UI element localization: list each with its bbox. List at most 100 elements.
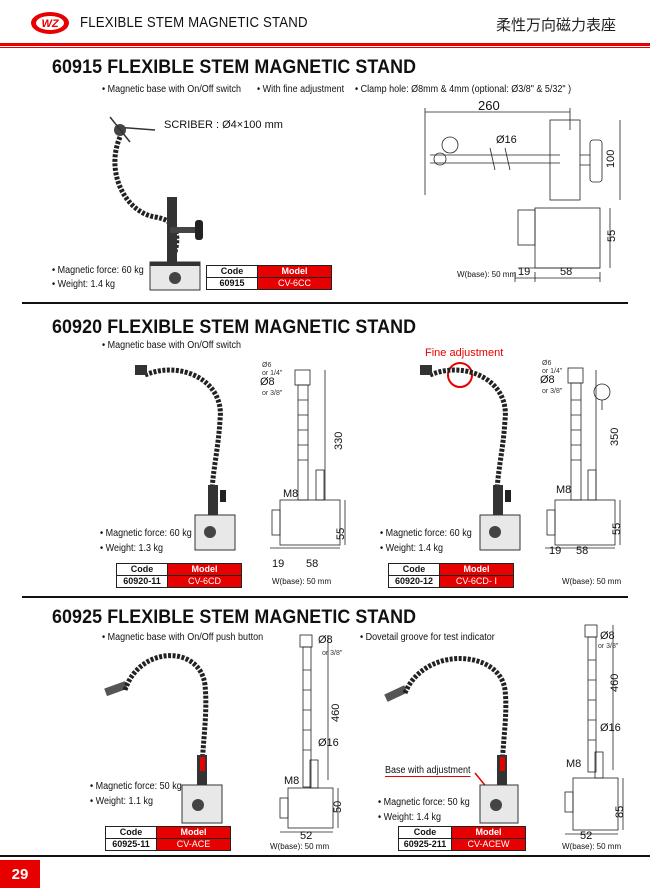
dim-d8-c: Ø8 [318,634,333,646]
spec-weight-60920-11: • Weight: 1.3 kg [100,543,164,554]
bullet-dovetail-groove: • Dovetail groove for test indicator [360,632,495,643]
dim-19-b: 19 [549,545,562,557]
product-60915-illustration [109,116,203,291]
dim-52-a: 52 [300,830,313,842]
dim-38in-a: or 3/8" [262,390,283,397]
dim-19-a: 19 [272,558,285,570]
dim-m8-b: M8 [556,484,572,496]
dim-d6-b: Ø6 [542,360,552,367]
dim-460-a: 460 [330,703,342,722]
code-value: 60925-11 [105,838,157,851]
dim-38in-b: or 3/8" [542,388,563,395]
spec-magnetic-force-60920-11: • Magnetic force: 60 kg [100,528,192,539]
dim-m8-d: M8 [566,758,582,770]
code-header: Code [116,563,168,576]
wz-logo: WZ [31,12,69,34]
spec-weight-60925-211: • Weight: 1.4 kg [378,812,442,823]
section-title-60915: 60915 FLEXIBLE STEM MAGNETIC STAND [52,57,417,78]
spec-weight-60915: • Weight: 1.4 kg [52,279,116,290]
code-table-60920-12: Code Model 60920-12 CV-6CD- Ⅰ [388,563,514,588]
wbase-60925-11: W(base): 50 mm [270,842,330,851]
code-header: Code [206,265,258,278]
dim-260: 260 [478,98,500,113]
spec-magnetic-force-60925-211: • Magnetic force: 50 kg [378,797,470,808]
dim-55-b: 55 [611,522,623,535]
header-title: FLEXIBLE STEM MAGNETIC STAND [80,14,308,31]
spec-magnetic-force-60915: • Magnetic force: 60 kg [52,265,144,276]
dim-m8-a: M8 [283,488,299,500]
product-60920-12-illustration [420,362,521,551]
section-title-60920: 60920 FLEXIBLE STEM MAGNETIC STAND [52,317,417,338]
code-value: 60920-11 [116,575,168,588]
code-header: Code [105,826,157,839]
wbase-60920-11: W(base): 50 mm [272,577,332,586]
spec-weight-60920-12: • Weight: 1.4 kg [380,543,444,554]
dim-58: 58 [560,266,573,278]
header-rule [0,43,650,46]
section-title-60925: 60925 FLEXIBLE STEM MAGNETIC STAND [52,607,417,628]
base-adjustment-label: Base with adjustment [385,765,471,777]
footer-rule [0,855,650,857]
header-title-cn: 柔性万向磁力表座 [495,16,616,34]
dim-19: 19 [518,266,531,278]
dim-d8-d: Ø8 [600,630,615,642]
code-header: Code [388,563,440,576]
wbase-60920-12: W(base): 50 mm [562,577,622,586]
spec-magnetic-force-60925-11: • Magnetic force: 50 kg [90,781,182,792]
code-table-60925-11: Code Model 60925-11 CV-ACE [105,826,231,851]
wbase-60915: W(base): 50 mm [457,270,517,279]
product-60925-211-illustration [384,656,519,824]
drawing-60920-11 [270,369,346,549]
model-value: CV-6CD [167,575,242,588]
drawing-60925-11 [279,634,339,833]
model-header: Model [451,826,526,839]
code-value: 60925-211 [398,838,452,851]
code-value: 60920-12 [388,575,440,588]
dim-14in-a: or 1/4" [262,370,283,377]
dim-100: 100 [605,149,617,168]
model-value: CV-ACEW [451,838,526,851]
dim-38in-c: or 3/8" [322,650,343,657]
dim-d8-a: Ø8 [260,376,275,388]
dim-38in-d: or 3/8" [598,643,619,650]
drawing-60920-12 [545,367,621,549]
dim-14in-b: or 1/4" [542,368,563,375]
model-value: CV-6CD- Ⅰ [439,575,514,588]
dim-350: 350 [609,427,621,446]
section-divider [22,596,628,598]
spec-weight-60925-11: • Weight: 1.1 kg [90,796,154,807]
bullet-fine-adjustment: • With fine adjustment [257,84,345,95]
scriber-label: SCRIBER : Ø4×100 mm [164,119,283,131]
bullet-onoff-switch-60920: • Magnetic base with On/Off switch [102,340,242,351]
bullet-onoff-switch: • Magnetic base with On/Off switch [102,84,242,95]
dim-d16: Ø16 [496,134,517,146]
code-table-60920-11: Code Model 60920-11 CV-6CD [116,563,242,588]
wbase-60925-211: W(base): 50 mm [562,842,622,851]
model-header: Model [156,826,231,839]
logo-text: WZ [41,18,59,30]
code-header: Code [398,826,452,839]
drawing-60925-211 [564,624,624,835]
dim-50: 50 [332,800,344,813]
model-header: Model [257,265,332,278]
dim-460-b: 460 [609,673,621,692]
dim-52-b: 52 [580,830,593,842]
dim-55: 55 [606,229,618,242]
product-60925-11-illustration [104,653,223,824]
dim-55-a: 55 [335,527,347,540]
model-value: CV-ACE [156,838,231,851]
section-divider [22,302,628,304]
code-table-60925-211: Code Model 60925-211 CV-ACEW [398,826,526,851]
dim-d6-a: Ø6 [262,362,272,369]
dim-58-b: 58 [576,545,589,557]
code-value: 60915 [206,277,258,290]
bullet-push-button: • Magnetic base with On/Off push button [102,632,264,643]
drawing-60915 [424,108,621,282]
code-table-60915: Code Model 60915 CV-6CC [206,265,332,290]
dim-d16-b: Ø16 [600,722,621,734]
dim-d16-a: Ø16 [318,737,339,749]
dim-330: 330 [333,431,345,450]
spec-magnetic-force-60920-12: • Magnetic force: 60 kg [380,528,472,539]
dim-58-a: 58 [306,558,319,570]
model-value: CV-6CC [257,277,332,290]
